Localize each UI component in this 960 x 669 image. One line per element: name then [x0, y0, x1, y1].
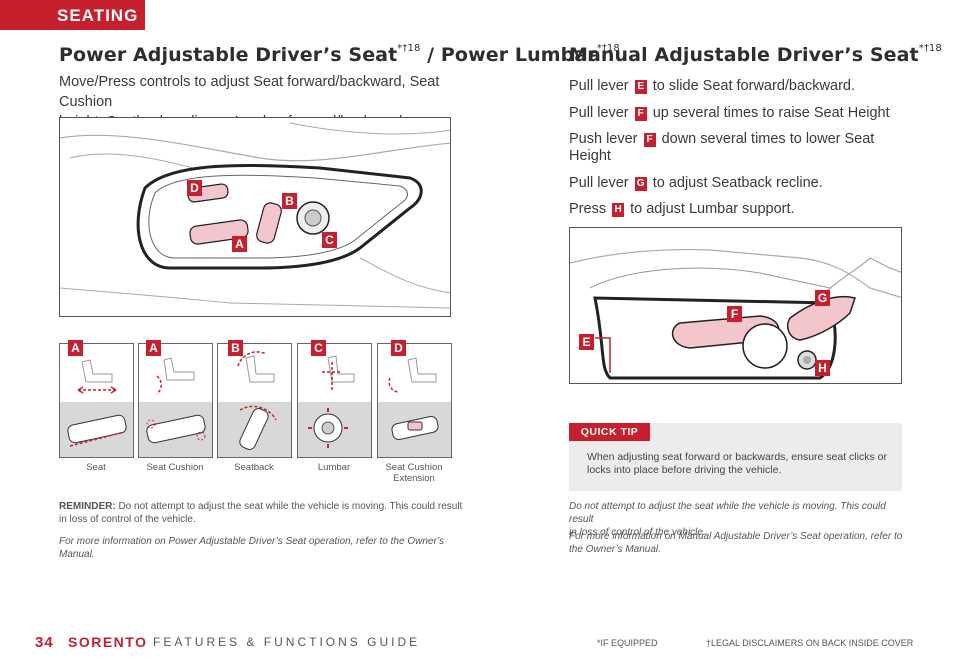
title-part2: Power Lumbar [440, 44, 597, 66]
panel-label-5: D [391, 340, 406, 356]
power-seat-controls-illustration [60, 122, 450, 309]
manual-title-sup: *†18 [918, 43, 942, 54]
step-5-pre: Press [569, 201, 611, 217]
caption-lumbar: Lumbar [317, 462, 351, 473]
cushion-extension-icon [388, 357, 437, 393]
step-5-badge: H [612, 203, 625, 217]
footer-guide-title: FEATURES & FUNCTIONS GUIDE [153, 635, 421, 649]
title-sep: / [420, 44, 441, 66]
reminder: REMINDER: Do not attempt to adjust the s… [59, 500, 469, 526]
reminder-line1: Do not attempt to adjust the seat while … [115, 501, 463, 512]
footer-if-equipped: *IF EQUIPPED [597, 638, 658, 648]
title-sup2: *†18 [596, 43, 620, 54]
manual-more-info-line1: For more information on Manual Adjustabl… [569, 531, 903, 542]
caption-seat-cushion: Seat Cushion [146, 462, 204, 473]
step-1: Pull lever E to slide Seat forward/backw… [569, 78, 909, 95]
manual-title-text: Manual Adjustable Driver’s Seat [569, 44, 919, 66]
manual-seat-illustration [570, 248, 901, 380]
intro-line1: Move/Press controls to adjust Seat forwa… [59, 74, 440, 110]
lumbar-icon [322, 355, 355, 390]
step-5-post: to adjust Lumbar support. [626, 201, 795, 217]
step-1-pre: Pull lever [569, 78, 633, 94]
step-4-post: to adjust Seatback recline. [648, 174, 823, 191]
panel-seat [59, 343, 134, 458]
caption-seatback: Seatback [234, 462, 274, 473]
reminder-label: REMINDER: [59, 501, 116, 512]
diagram-label-g: G [815, 290, 830, 306]
warning-line2: in loss of control of the vehicle. [569, 527, 706, 538]
quick-tip-text: When adjusting seat forward or backwards… [587, 451, 892, 477]
diagram-label-b: B [282, 193, 297, 209]
title-sup1: *†18 [397, 43, 421, 54]
diagram-label-c: C [322, 232, 337, 248]
caption-cushion-extension: Seat Cushion Extension [385, 462, 443, 484]
extension-switch-icon [391, 416, 439, 440]
page-number: 34 [35, 634, 54, 651]
quick-tip-line1: When adjusting seat forward or backwards… [587, 451, 887, 463]
step-5: Press H to adjust Lumbar support. [569, 201, 909, 218]
seat-slide-icon [77, 359, 117, 394]
power-seat-diagram: D B A C [59, 117, 451, 317]
seat-switch-icon [67, 414, 127, 447]
step-1-post: to slide Seat forward/backward. [648, 78, 855, 94]
step-3-badge: F [643, 133, 656, 147]
caption-seat: Seat [86, 462, 106, 473]
panel-label-3: B [228, 340, 243, 356]
panel-label-2: A [146, 340, 161, 356]
power-more-info: For more information on Power Adjustable… [59, 536, 445, 560]
seatback-switch-icon [239, 405, 277, 450]
panel-lumbar [297, 343, 372, 458]
reminder-line2: in loss of control of the vehicle. [59, 514, 196, 525]
step-4-badge: G [634, 176, 647, 191]
seat-cushion-icon [156, 357, 195, 395]
manual-seat-diagram: E F G H [569, 227, 902, 384]
step-2-post: up several times to raise Seat Height [648, 104, 890, 121]
diagram-label-d: D [187, 180, 202, 196]
step-1-badge: E [634, 80, 647, 94]
manual-warning: Do not attempt to adjust the seat while … [569, 500, 909, 539]
quick-tip-line2: locks into place before driving the vehi… [587, 464, 782, 476]
power-seat-title: Power Adjustable Driver’s Seat*†18 / Pow… [59, 43, 620, 66]
footer-legal: †LEGAL DISCLAIMERS ON BACK INSIDE COVER [706, 638, 914, 648]
manual-more-info-line2: the Owner’s Manual. [569, 544, 661, 555]
panel-seatback [217, 343, 292, 458]
lumbar-switch-icon [308, 408, 348, 448]
title-part1: Power Adjustable Driver’s Seat [59, 44, 398, 66]
manual-seat-title: Manual Adjustable Driver’s Seat*†18 [569, 43, 942, 66]
panel-cushion-extension [377, 343, 452, 458]
warning-line1: Do not attempt to adjust the seat while … [569, 501, 886, 525]
seatback-recline-icon [237, 351, 275, 383]
step-3: Push lever F down several times to lower… [569, 131, 909, 165]
manual-more-info: For more information on Manual Adjustabl… [569, 530, 909, 556]
step-4-pre: Pull lever [569, 174, 633, 191]
panel-label-4: C [311, 340, 326, 356]
cushion-switch-icon [146, 414, 206, 444]
step-2-pre: Pull lever [569, 104, 633, 121]
step-2-badge: F [634, 106, 647, 121]
section-tag: SEATING [0, 0, 145, 30]
diagram-label-h: H [815, 360, 830, 376]
manual-steps: Pull lever E to slide Seat forward/backw… [569, 78, 909, 228]
step-2: Pull lever F up several times to raise S… [569, 105, 909, 122]
step-3-post: down several times to lower Seat Height [569, 131, 875, 164]
diagram-label-e: E [579, 334, 594, 350]
panel-seat-cushion [138, 343, 213, 458]
step-3-pre: Push lever [569, 131, 642, 147]
footer-brand: SORENTO [68, 634, 148, 650]
diagram-label-f: F [727, 306, 742, 322]
step-4: Pull lever G to adjust Seatback recline. [569, 175, 909, 192]
panel-label-1: A [68, 340, 83, 356]
quick-tip-label: QUICK TIP [569, 423, 650, 441]
diagram-label-a: A [232, 236, 247, 252]
